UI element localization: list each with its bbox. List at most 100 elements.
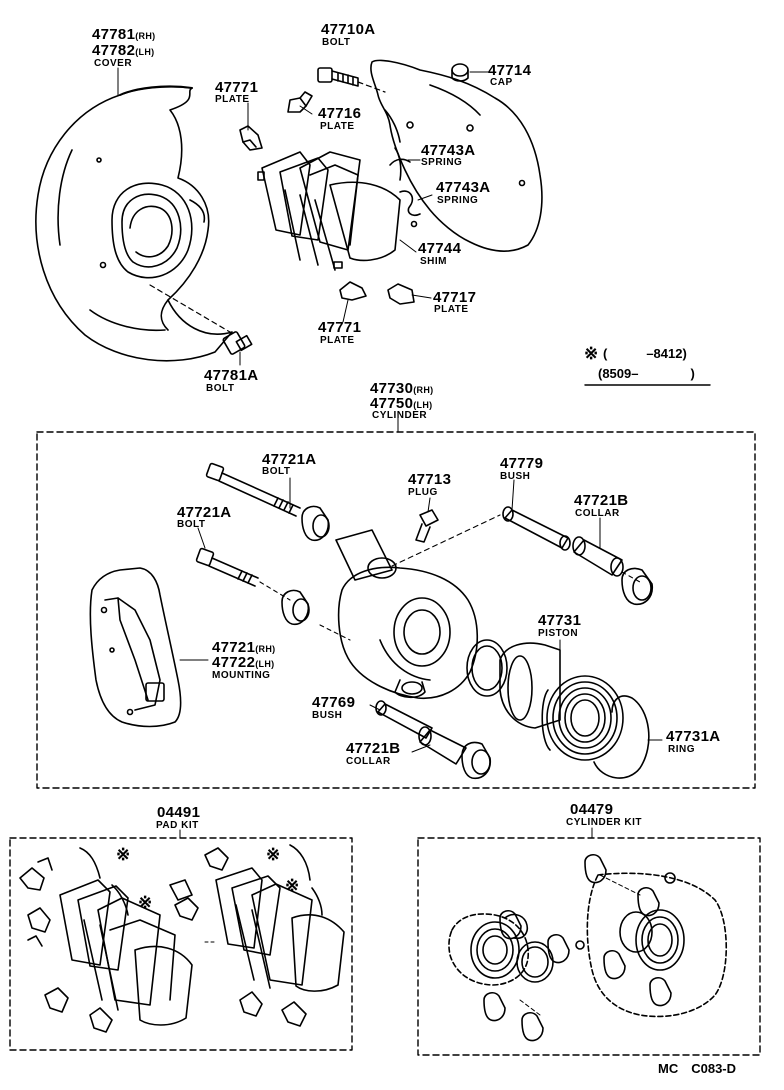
date-range-mark: ※ xyxy=(584,344,599,363)
leader-lines-cylinder xyxy=(179,477,663,753)
spring-lower-label: SPRING xyxy=(437,195,479,206)
spring-upper-label: SPRING xyxy=(421,157,463,168)
mounting-bracket-illustration xyxy=(89,567,182,728)
pad-kit-mark-2: ※ xyxy=(138,893,153,912)
plate-47771-bottom-label: PLATE xyxy=(320,335,355,346)
bolt-47721a-upper-illustration xyxy=(205,462,301,517)
mounting-rh-tag: (RH) xyxy=(255,644,276,654)
ring-label: RING xyxy=(668,744,695,755)
plate-47771-top-label: PLATE xyxy=(215,94,250,105)
dust-cover-illustration xyxy=(35,85,233,362)
brake-pads-top-illustration xyxy=(257,151,401,271)
plate-47716-number: 47716 xyxy=(318,105,362,122)
cylinder-rh-tag: (RH) xyxy=(413,385,434,395)
bolt-47710a-label: BOLT xyxy=(322,37,351,48)
pad-kit-mark-1: ※ xyxy=(116,845,131,864)
diagram-code: MC C083-D xyxy=(658,1061,737,1076)
plate-47717-illustration xyxy=(387,283,415,305)
piston-label: PISTON xyxy=(538,628,579,639)
bush-47769-label: BUSH xyxy=(312,710,343,721)
collar-upper-label: COLLAR xyxy=(575,508,620,519)
piston-47731-number: 47731 xyxy=(538,612,582,629)
cylinder-lh-tag: (LH) xyxy=(413,400,433,410)
plate-47716-label: PLATE xyxy=(320,121,355,132)
bolt-47710a-illustration xyxy=(317,67,359,87)
cylinder-kit-number: 04479 xyxy=(570,801,614,818)
bolt-47721a-lower-illustration xyxy=(195,547,259,587)
boot-right-illustration xyxy=(621,567,654,606)
piston-seal-illustration xyxy=(466,639,508,697)
cover-label: COVER xyxy=(94,58,133,69)
pad-kit-boundary xyxy=(9,837,353,1051)
collar-lower-label: COLLAR xyxy=(346,756,391,767)
bolt-47781a-label: BOLT xyxy=(206,383,235,394)
bush-47769-illustration xyxy=(375,700,433,739)
plate-47771-bottom-number: 47771 xyxy=(318,319,362,336)
spring-47743a-upper-number: 47743A xyxy=(421,142,476,159)
plate-47771-top-illustration xyxy=(239,125,263,151)
date-range-second: (8509– ) xyxy=(598,366,695,381)
bolt-47781a-number: 47781A xyxy=(204,367,259,384)
plug-47713-number: 47713 xyxy=(408,471,452,488)
piston-47731-illustration xyxy=(499,642,561,729)
mounting-rh-number: 47721(RH) xyxy=(212,639,276,656)
pad-kit-mark-4: ※ xyxy=(285,876,300,895)
cylinder-kit-boundary xyxy=(417,837,761,1056)
pad-kit-illustration xyxy=(19,844,345,1033)
cap-47714-illustration xyxy=(451,63,469,82)
cap-47714-number: 47714 xyxy=(488,62,532,79)
pad-kit-mark-3: ※ xyxy=(266,845,281,864)
plug-47713-illustration xyxy=(415,509,439,543)
date-range-first: ( –8412) xyxy=(603,346,687,361)
bolt-47721a-upper-label: BOLT xyxy=(262,466,291,477)
piston-boot-illustration xyxy=(541,675,624,761)
shim-label: SHIM xyxy=(420,256,447,267)
cylinder-kit-illustration xyxy=(448,853,727,1042)
plate-47716-illustration xyxy=(287,91,313,113)
bolt-47721a-lower-label: BOLT xyxy=(177,519,206,530)
cylinder-body-illustration xyxy=(335,529,479,700)
cylinder-label: CYLINDER xyxy=(372,410,428,421)
plate-47771-bottom-illustration xyxy=(339,281,367,301)
pad-kit-label: PAD KIT xyxy=(156,820,199,831)
cap-label: CAP xyxy=(490,77,513,88)
cylinder-rh-number: 47730(RH) xyxy=(370,380,434,397)
spring-47743a-upper-illustration xyxy=(389,158,411,166)
plate-47771-top-number: 47771 xyxy=(215,79,259,96)
collar-47721b-lower-illustration xyxy=(418,726,467,765)
cylinder-kit-label: CYLINDER KIT xyxy=(566,817,642,828)
bush-47779-label: BUSH xyxy=(500,471,531,482)
plate-47717-number: 47717 xyxy=(433,289,477,306)
bush-47769-number: 47769 xyxy=(312,694,356,711)
bolt-47721a-lower-number: 47721A xyxy=(177,504,232,521)
cover-rh-part-number: 47781(RH) xyxy=(92,26,156,43)
spring-47743a-lower-number: 47743A xyxy=(436,179,491,196)
boot-lower-left-illustration xyxy=(281,589,310,626)
collar-47721b-lower-number: 47721B xyxy=(346,740,401,757)
spring-47743a-lower-illustration xyxy=(399,190,421,217)
cover-lh-part-number: 47782(LH) xyxy=(92,42,155,59)
cylinder-group-boundary xyxy=(36,431,756,789)
collar-47721b-upper-illustration xyxy=(572,536,624,577)
plate-47717-label: PLATE xyxy=(434,304,469,315)
boot-bottom-illustration xyxy=(461,741,492,780)
boot-upper-left-illustration xyxy=(301,505,330,542)
bolt-47721a-upper-number: 47721A xyxy=(262,451,317,468)
bush-47779-illustration xyxy=(502,506,571,551)
cover-lh-tag: (LH) xyxy=(135,47,155,57)
ring-47731a-illustration xyxy=(593,695,650,779)
bolt-47710a-number: 47710A xyxy=(321,21,376,38)
caliper-housing-illustration xyxy=(370,59,543,252)
mounting-lh-tag: (LH) xyxy=(255,659,275,669)
pad-kit-number: 04491 xyxy=(157,804,201,821)
ring-47731a-number: 47731A xyxy=(666,728,721,745)
plug-label: PLUG xyxy=(408,487,438,498)
mounting-lh-number: 47722(LH) xyxy=(212,654,275,671)
leader-lines-top xyxy=(117,67,489,366)
cylinder-lh-number: 47750(LH) xyxy=(370,395,433,412)
bush-47779-number: 47779 xyxy=(500,455,544,472)
mounting-label: MOUNTING xyxy=(212,670,271,681)
cover-rh-tag: (RH) xyxy=(135,31,156,41)
shim-47744-number: 47744 xyxy=(418,240,462,257)
